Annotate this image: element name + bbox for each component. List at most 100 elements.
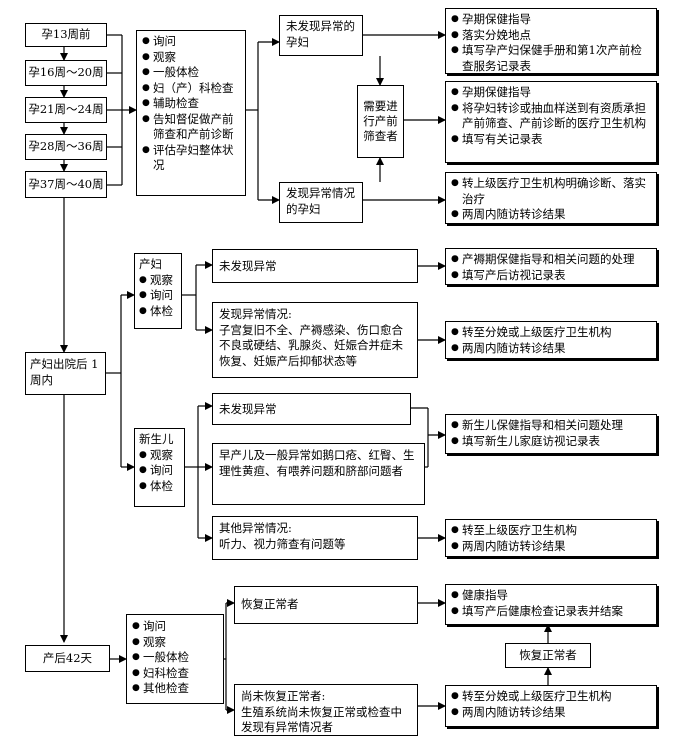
list-item: 转至分娩或上级医疗卫生机构 xyxy=(451,325,651,341)
prenatal-abnormal-actions-list: 转上级医疗卫生机构明确诊断、落实治疗 两周内随访转诊结果 xyxy=(451,176,651,223)
list-item: 观察 xyxy=(139,448,180,464)
newborn-other-detail: 听力、视力筛查有问题等 xyxy=(219,536,346,551)
prenatal-screening-label: 需要进行产前筛查者 xyxy=(363,99,398,143)
list-item: 一般体检 xyxy=(132,650,218,666)
mother-title: 产妇 xyxy=(139,257,162,271)
postpartum-42-label: 产后42天 xyxy=(42,650,93,665)
day42-checks-list: 询问 观察 一般体检 妇科检查 其他检查 xyxy=(132,619,218,697)
list-item: 辅助检查 xyxy=(142,96,240,112)
list-item: 妇（产）科检查 xyxy=(142,81,240,97)
list-item: 两周内随访转诊结果 xyxy=(451,705,651,721)
prenatal-normal-actions-box: 孕期保健指导 落实分娩地点 填写孕产妇保健手册和第1次产前检查服务记录表 xyxy=(445,8,657,74)
list-item: 观察 xyxy=(139,273,177,289)
list-item: 告知督促做产前筛查和产前诊断 xyxy=(142,112,240,143)
newborn-common-issue-label: 早产儿及一般异常如鹅口疮、红臀、生理性黄疸、有喂养问题和脐部问题者 xyxy=(219,448,415,478)
list-item: 两周内随访转诊结果 xyxy=(451,341,651,357)
list-item: 观察 xyxy=(132,635,218,651)
prenatal-checks-list: 询问 观察 一般体检 妇（产）科检查 辅助检查 告知督促做产前筛查和产前诊断 评… xyxy=(142,34,240,174)
week-box-5: 孕37周～40周 xyxy=(25,171,107,198)
list-item: 产褥期保健指导和相关问题的处理 xyxy=(451,252,651,268)
mother-normal-actions-list: 产褥期保健指导和相关问题的处理 填写产后访视记录表 xyxy=(451,252,651,283)
prenatal-screening-actions-list: 孕期保健指导 将孕妇转诊或抽血样送到有资质承担产前筛查、产前诊断的医疗卫生机构 … xyxy=(451,85,651,147)
prenatal-abnormal-actions-box: 转上级医疗卫生机构明确诊断、落实治疗 两周内随访转诊结果 xyxy=(445,172,657,224)
list-item: 询问 xyxy=(139,288,177,304)
day42-recovered-box: 恢复正常者 xyxy=(234,586,418,624)
newborn-other-box: 其他异常情况: 听力、视力筛查有问题等 xyxy=(212,516,418,560)
newborn-normal-label: 未发现异常 xyxy=(219,402,277,416)
prenatal-screening-box: 需要进行产前筛查者 xyxy=(357,85,404,158)
mother-normal-actions-box: 产褥期保健指导和相关问题的处理 填写产后访视记录表 xyxy=(445,248,657,285)
mother-box: 产妇 观察 询问 体检 xyxy=(134,253,182,329)
newborn-box: 新生儿 观察 询问 体检 xyxy=(134,428,185,507)
list-item: 其他检查 xyxy=(132,681,218,697)
prenatal-abnormal-label: 发现异常情况的孕妇 xyxy=(286,186,355,216)
day42-not-recovered-title: 尚未恢复正常者: xyxy=(241,689,326,703)
newborn-title: 新生儿 xyxy=(139,432,174,446)
list-item: 落实分娩地点 xyxy=(451,28,651,44)
list-item: 评估孕妇整体状况 xyxy=(142,143,240,174)
newborn-care-actions-list: 新生儿保健指导和相关问题处理 填写新生儿家庭访视记录表 xyxy=(451,418,651,449)
postpartum-42-box: 产后42天 xyxy=(25,645,110,672)
mother-items-list: 观察 询问 体检 xyxy=(139,273,177,320)
week-label: 孕13周前 xyxy=(41,27,91,42)
list-item: 将孕妇转诊或抽血样送到有资质承担产前筛查、产前诊断的医疗卫生机构 xyxy=(451,101,651,132)
list-item: 孕期保健指导 xyxy=(451,12,651,28)
prenatal-normal-box: 未发现异常的孕妇 xyxy=(279,15,363,56)
mother-abnormal-title: 发现异常情况: xyxy=(219,307,292,321)
list-item: 体检 xyxy=(139,304,177,320)
week-box-3: 孕21周～24周 xyxy=(25,97,107,123)
newborn-other-actions-box: 转至上级医疗卫生机构 两周内随访转诊结果 xyxy=(445,519,657,557)
week-label: 孕28周～36周 xyxy=(28,139,104,154)
day42-back-to-normal-label: 恢复正常者 xyxy=(519,647,577,662)
day42-recovered-actions-list: 健康指导 填写产后健康检查记录表并结案 xyxy=(451,588,651,619)
list-item: 转至上级医疗卫生机构 xyxy=(451,523,651,539)
list-item: 转至分娩或上级医疗卫生机构 xyxy=(451,689,651,705)
list-item: 询问 xyxy=(139,463,180,479)
day42-not-recovered-box: 尚未恢复正常者: 生殖系统尚未恢复正常或检查中发现有异常情况者 xyxy=(234,684,418,736)
list-item: 妇科检查 xyxy=(132,666,218,682)
list-item: 两周内随访转诊结果 xyxy=(451,539,651,555)
mother-abnormal-actions-list: 转至分娩或上级医疗卫生机构 两周内随访转诊结果 xyxy=(451,325,651,356)
list-item: 体检 xyxy=(139,479,180,495)
postpartum-week1-box: 产妇出院后 1周内 xyxy=(25,352,106,395)
day42-not-recovered-actions-box: 转至分娩或上级医疗卫生机构 两周内随访转诊结果 xyxy=(445,685,657,727)
list-item: 孕期保健指导 xyxy=(451,85,651,101)
day42-not-recovered-detail: 生殖系统尚未恢复正常或检查中发现有异常情况者 xyxy=(241,704,402,735)
newborn-common-issue-box: 早产儿及一般异常如鹅口疮、红臀、生理性黄疸、有喂养问题和脐部问题者 xyxy=(212,443,425,505)
list-item: 询问 xyxy=(132,619,218,635)
prenatal-abnormal-box: 发现异常情况的孕妇 xyxy=(279,182,363,223)
week-box-1: 孕13周前 xyxy=(25,23,107,47)
newborn-care-actions-box: 新生儿保健指导和相关问题处理 填写新生儿家庭访视记录表 xyxy=(445,414,657,454)
day42-back-to-normal-box: 恢复正常者 xyxy=(505,643,591,668)
list-item: 填写产后访视记录表 xyxy=(451,268,651,284)
list-item: 填写孕产妇保健手册和第1次产前检查服务记录表 xyxy=(451,43,651,74)
list-item: 一般体检 xyxy=(142,65,240,81)
newborn-other-title: 其他异常情况: xyxy=(219,521,292,535)
postpartum-week1-label: 产妇出院后 1周内 xyxy=(30,357,99,387)
prenatal-checks-box: 询问 观察 一般体检 妇（产）科检查 辅助检查 告知督促做产前筛查和产前诊断 评… xyxy=(136,30,246,196)
mother-abnormal-detail: 子宫复旧不全、产褥感染、伤口愈合不良或硬结、乳腺炎、妊娠合并症未恢复、妊娠产后抑… xyxy=(219,322,403,368)
list-item: 观察 xyxy=(142,50,240,66)
list-item: 询问 xyxy=(142,34,240,50)
prenatal-normal-label: 未发现异常的孕妇 xyxy=(286,19,355,49)
mother-abnormal-box: 发现异常情况: 子宫复旧不全、产褥感染、伤口愈合不良或硬结、乳腺炎、妊娠合并症未… xyxy=(212,302,418,378)
newborn-normal-box: 未发现异常 xyxy=(212,393,411,425)
week-label: 孕16周～20周 xyxy=(28,65,104,80)
list-item: 转上级医疗卫生机构明确诊断、落实治疗 xyxy=(451,176,651,207)
week-label: 孕21周～24周 xyxy=(28,102,104,117)
list-item: 填写有关记录表 xyxy=(451,132,651,148)
day42-recovered-actions-box: 健康指导 填写产后健康检查记录表并结案 xyxy=(445,584,657,625)
day42-checks-box: 询问 观察 一般体检 妇科检查 其他检查 xyxy=(126,614,224,704)
mother-normal-label: 未发现异常 xyxy=(219,259,277,273)
mother-normal-box: 未发现异常 xyxy=(212,249,418,283)
prenatal-normal-actions-list: 孕期保健指导 落实分娩地点 填写孕产妇保健手册和第1次产前检查服务记录表 xyxy=(451,12,651,74)
prenatal-screening-actions-box: 孕期保健指导 将孕妇转诊或抽血样送到有资质承担产前筛查、产前诊断的医疗卫生机构 … xyxy=(445,81,657,163)
week-label: 孕37周～40周 xyxy=(28,176,104,191)
week-box-4: 孕28周～36周 xyxy=(25,134,107,160)
newborn-other-actions-list: 转至上级医疗卫生机构 两周内随访转诊结果 xyxy=(451,523,651,554)
week-box-2: 孕16周～20周 xyxy=(25,60,107,86)
list-item: 两周内随访转诊结果 xyxy=(451,207,651,223)
day42-recovered-label: 恢复正常者 xyxy=(241,597,299,611)
